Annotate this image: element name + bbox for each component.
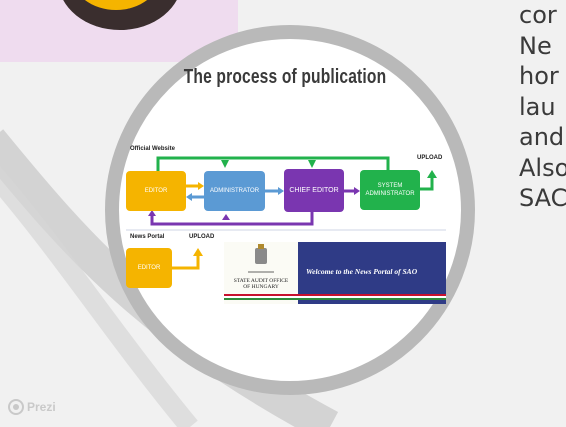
- sysadmin-upload-arrow: [427, 170, 437, 178]
- news-portal-banner: STATE AUDIT OFFICE OF HUNGARY Welcome to…: [224, 242, 446, 304]
- flag-stripe-white: [224, 296, 446, 298]
- side-text-line: cor: [519, 1, 557, 29]
- official-website-label: Official Website: [130, 146, 175, 152]
- upload-label-bottom: UPLOAD: [189, 234, 215, 240]
- banner-welcome-text: Welcome to the News Portal of SAO: [306, 267, 418, 276]
- official-website-line: [156, 156, 390, 172]
- coat-of-arms-icon: [248, 244, 274, 273]
- arrow-down-admin: [221, 160, 229, 168]
- prezi-branding[interactable]: Prezi: [8, 399, 56, 415]
- administrator-box: ADMINISTRATOR: [204, 171, 265, 211]
- upload-label-top: UPLOAD: [417, 155, 443, 161]
- side-text-line: Also: [519, 153, 566, 182]
- flag-stripe-red: [224, 294, 446, 296]
- dark-ring: [63, 0, 177, 30]
- side-text-column: cor Ne hor lau and Also SAC: [519, 0, 566, 214]
- arc-inner: [0, 166, 198, 427]
- banner-org-name: STATE AUDIT OFFICE OF HUNGARY: [233, 278, 289, 290]
- chief-to-sysadmin-arrow: [354, 187, 360, 195]
- side-text-line: Ne: [519, 31, 552, 60]
- feedback-line: [150, 212, 314, 226]
- focus-circle-ring: [105, 25, 475, 395]
- admin-to-editor-arrow: [186, 193, 192, 201]
- side-text-line: and: [519, 123, 565, 151]
- prezi-logo-icon: [8, 399, 24, 415]
- portal-upload-line: [172, 256, 200, 270]
- arrow-down-chief: [308, 160, 316, 168]
- side-text-line: lau: [519, 92, 556, 121]
- feedback-arrow-editor: [148, 210, 156, 216]
- feedback-arrow-admin: [222, 214, 230, 220]
- portal-upload-arrow: [193, 248, 203, 256]
- chief-editor-box: CHIEF EDITOR: [284, 169, 344, 212]
- side-text-line: SAC: [519, 184, 566, 212]
- editor-to-admin-arrow: [198, 182, 204, 190]
- admin-to-chief-arrow: [278, 187, 284, 195]
- prezi-label: Prezi: [27, 400, 56, 414]
- editor-box: EDITOR: [126, 171, 186, 211]
- system-administrator-box: SYSTEM ADMINISTRATOR: [360, 170, 420, 210]
- sysadmin-upload-line: [420, 178, 434, 191]
- slide-title: The process of publication: [183, 66, 387, 88]
- portal-editor-box: EDITOR: [126, 248, 172, 288]
- news-portal-label: News Portal: [130, 234, 165, 240]
- flag-stripe-green: [224, 298, 446, 300]
- banner-logo-panel: STATE AUDIT OFFICE OF HUNGARY: [224, 242, 298, 304]
- yellow-ring-inner: [84, 0, 148, 10]
- side-text-line: hor: [519, 62, 559, 90]
